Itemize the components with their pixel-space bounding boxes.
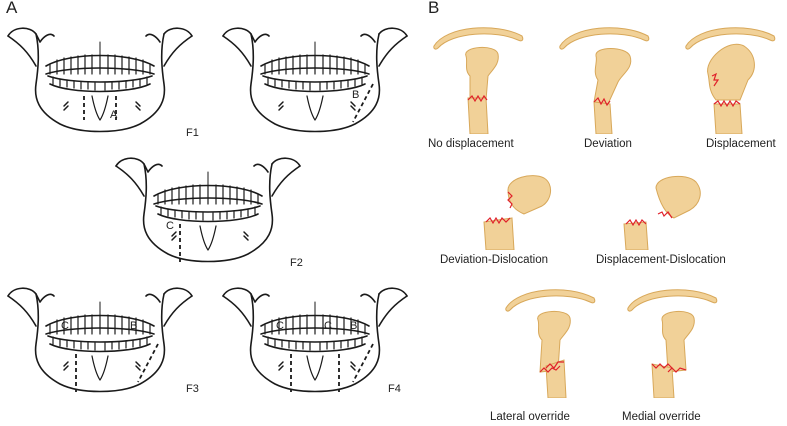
fracture-line-label: B [352, 89, 360, 101]
label-displacement-dislocation: Displacement-Dislocation [596, 254, 726, 266]
figure-label-f3: F3 [186, 383, 199, 395]
condyle-displacement [678, 24, 787, 134]
condyle-displacement-dislocation [620, 170, 730, 250]
condyle-lateral-override [498, 286, 608, 398]
fracture-line-label: C [166, 220, 174, 232]
mandible-f1: A [0, 22, 200, 137]
mandible-f1-b: B [215, 22, 415, 137]
figure-label-f2: F2 [290, 257, 303, 269]
fracture-line-label: B [350, 320, 358, 332]
mandible-f2: C [108, 152, 308, 267]
fracture-line-label: C [324, 320, 332, 332]
mandible-f4: C C B [215, 282, 415, 397]
condyle-medial-override [620, 286, 730, 398]
label-deviation: Deviation [584, 138, 632, 150]
panel-b-condylar-fractures: B No displacement Deviation [420, 0, 787, 426]
label-lateral-override: Lateral override [490, 411, 570, 423]
condyle-deviation [552, 24, 662, 134]
figure-label-f1: F1 [186, 127, 199, 139]
figure-label-f4: F4 [388, 383, 401, 395]
mandible-f3: C B [0, 282, 200, 397]
fracture-line-label: C [276, 320, 284, 332]
label-deviation-dislocation: Deviation-Dislocation [440, 254, 549, 266]
fracture-line-label: A [110, 109, 118, 121]
fracture-line-label: B [130, 320, 138, 332]
panel-a-label: A [6, 0, 18, 17]
fracture-line-label: C [61, 320, 69, 332]
condyle-no-displacement [426, 24, 536, 134]
label-no-displacement: No displacement [428, 138, 514, 150]
label-displacement: Displacement [706, 138, 776, 150]
label-medial-override: Medial override [622, 411, 701, 423]
panel-a-mandible-fractures: A A F1 B C F2 C B F3 [0, 0, 415, 397]
condyle-deviation-dislocation [474, 170, 584, 250]
panel-b-label: B [428, 0, 440, 17]
